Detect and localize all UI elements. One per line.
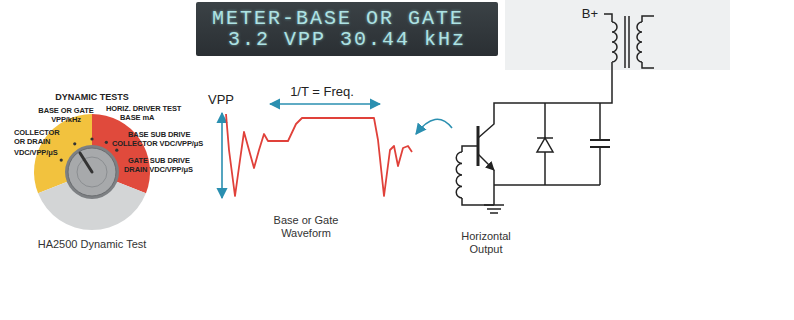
- display-line: 3.2 VPP 30.44 kHz: [212, 29, 488, 50]
- ground-rail: [494, 184, 600, 186]
- background-panel: [505, 0, 730, 70]
- position-dot: [73, 142, 76, 145]
- position-dot: [90, 137, 93, 140]
- b-plus-wire: [604, 14, 612, 22]
- secondary-lead: [642, 16, 654, 22]
- knob-pointer: [80, 153, 92, 172]
- capacitor-wire: [599, 103, 601, 140]
- supply-label: B+: [582, 6, 598, 21]
- figure-caption: Base or Gate Waveform: [265, 214, 347, 240]
- emitter: [478, 154, 494, 170]
- panel-heading: DYNAMIC TESTS: [55, 92, 129, 102]
- period-arrow: [270, 103, 380, 105]
- switch-label: GATE SUB DRIVE: [128, 156, 190, 165]
- retrace-capacitor: [590, 139, 610, 141]
- switch-label: BASE OR GATE: [38, 106, 93, 115]
- probe-arrow: [416, 119, 452, 134]
- switch-unit: BASE mA: [120, 113, 154, 122]
- flyback-core: [624, 16, 626, 68]
- position-dot: [60, 158, 63, 161]
- vpp-arrow: [221, 113, 223, 198]
- switch-label: BASE SUB DRIVE: [128, 130, 190, 139]
- secondary-lead: [642, 62, 654, 68]
- switch-label: COLLECTOR OR DRAIN: [14, 128, 64, 146]
- switch-unit: DRAIN VDC/VPP/μS: [124, 165, 193, 174]
- flyback-core: [628, 16, 630, 68]
- position-dot: [115, 149, 118, 152]
- formula-label: 1/T = Freq.: [290, 84, 354, 99]
- knob-rim: [65, 145, 119, 199]
- coil-ground-wire: [462, 198, 494, 205]
- meter-display: METER-BASE OR GATE3.2 VPP 30.44 kHz: [196, 2, 498, 56]
- switch-unit: VDC/VPP/μS: [14, 148, 58, 157]
- ground-symbol: [490, 212, 498, 214]
- figure-caption: Horizontal Output: [450, 230, 522, 256]
- knob: [68, 148, 116, 196]
- signal-name: VPP: [208, 92, 234, 107]
- flyback-secondary: [637, 22, 642, 62]
- damper-diode: [537, 138, 553, 152]
- ground-symbol: [484, 204, 504, 206]
- base-wire: [462, 146, 478, 152]
- display-line: METER-BASE OR GATE: [212, 8, 488, 29]
- drive-coil: [456, 152, 462, 198]
- flyback-primary: [612, 22, 617, 64]
- emitter-wire: [493, 170, 495, 205]
- position-dot: [105, 141, 108, 144]
- damper-diode: [537, 137, 553, 139]
- figure-caption: HA2500 Dynamic Test: [38, 238, 147, 251]
- switch-unit: VPP/kHz: [51, 115, 81, 124]
- switch-label: HORIZ. DRIVER TEST: [106, 104, 181, 113]
- ground-symbol: [487, 208, 501, 210]
- base-waveform: [226, 114, 412, 196]
- switch-unit: COLLECTOR VDC/VPP/μS: [112, 139, 203, 148]
- capacitor-wire: [599, 147, 601, 185]
